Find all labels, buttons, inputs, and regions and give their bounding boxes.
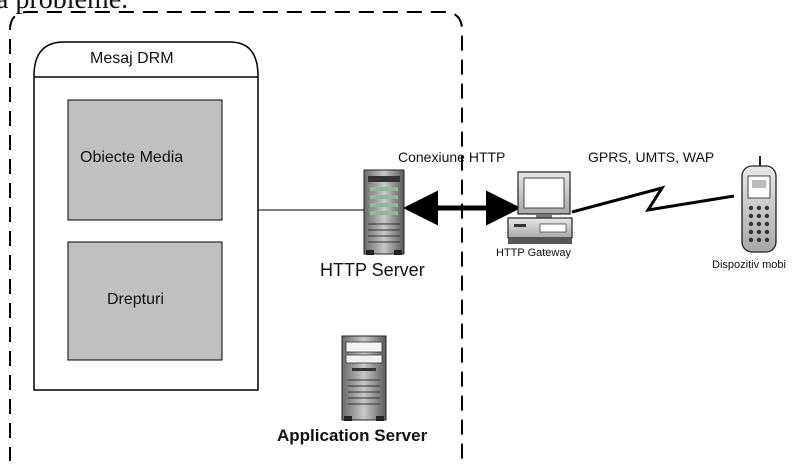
http-gateway-label: HTTP Gateway <box>496 247 571 259</box>
mobile-phone-icon <box>741 156 777 253</box>
top-text-fragment: a probleme. <box>0 0 128 14</box>
connection-label: Conexiune HTTP <box>398 149 506 165</box>
http-gateway-computer-icon <box>507 171 573 244</box>
drm-box-title: Mesaj DRM <box>90 50 174 67</box>
http-server-icon <box>363 169 405 255</box>
wireless-protocols-label: GPRS, UMTS, WAP <box>588 149 715 165</box>
wireless-link-icon <box>571 185 735 214</box>
application-boundary <box>9 11 463 462</box>
media-objects-label: Obiecte Media <box>80 149 184 166</box>
media-objects-box <box>67 99 223 221</box>
mobile-device-label: Dispozitiv mobi <box>712 259 786 271</box>
application-server-icon <box>341 335 387 421</box>
http-server-label: HTTP Server <box>320 260 425 280</box>
rights-box <box>67 241 223 361</box>
rights-label: Drepturi <box>107 291 164 308</box>
application-server-label: Application Server <box>277 426 428 445</box>
